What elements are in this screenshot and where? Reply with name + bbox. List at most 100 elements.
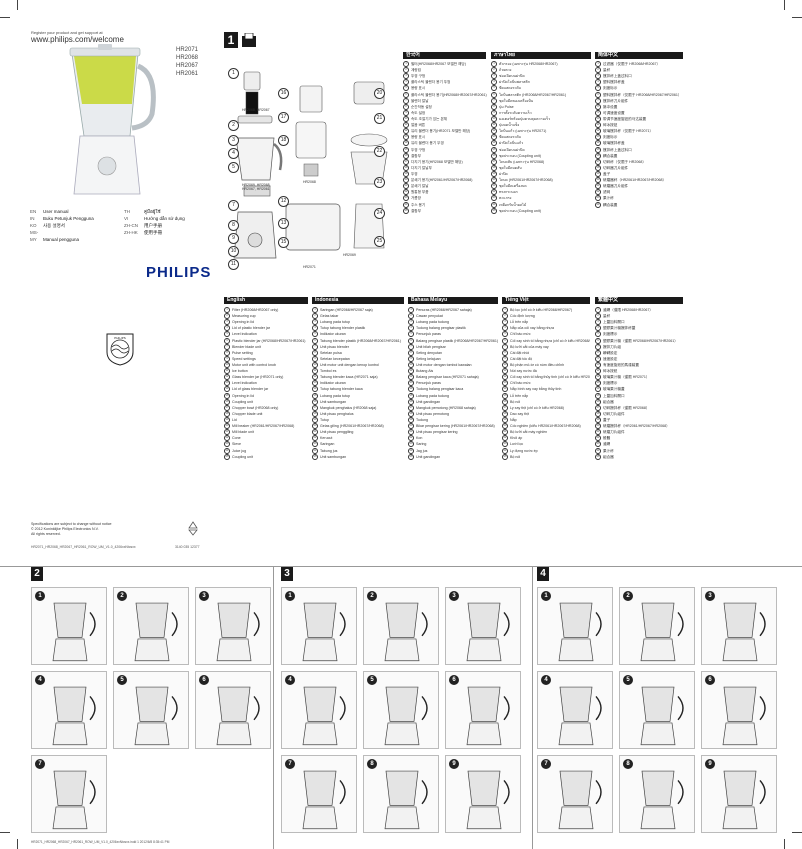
part-label: ช่องเปิดบนฝาปิด [499, 74, 525, 79]
part-number-badge: 1 [595, 307, 601, 313]
jar-shape [303, 602, 337, 638]
jar-shape [53, 770, 87, 806]
motor-base-shape [640, 638, 676, 662]
part-number-badge: 22 [408, 435, 414, 442]
doc-number: 3140 035 12377 [175, 545, 200, 549]
part-label: 攪拌刀片組 [603, 344, 621, 349]
part-number-badge: 3 [595, 319, 601, 326]
step-panel: 3 [195, 587, 271, 665]
jar-shape [641, 602, 675, 638]
part-label: Kon [416, 436, 423, 441]
part-number-badge: 25 [403, 207, 409, 214]
part-number-badge: 14 [502, 386, 508, 393]
step-illustration [302, 770, 346, 830]
part-number-badge: 21 [224, 429, 230, 436]
part-number-badge: 9 [312, 355, 318, 362]
spec-notice: Specifications are subject to change wit… [31, 522, 112, 526]
part-number-badge: 4 [595, 79, 601, 86]
fold-line-v1 [273, 566, 274, 849]
rights: All rights reserved. [31, 532, 61, 537]
part-label: Juice jug [232, 448, 247, 453]
copyright: © 2012 Koninklijke Philips Electronics N… [31, 527, 99, 532]
panel-number: 2 [367, 591, 377, 601]
part-number-badge: 23 [224, 441, 230, 448]
part-label: 搅拌杯刀片组件 [603, 98, 629, 103]
part-label: โถปั่นพลาสติก (HR2068/HR2067/HR2061) [499, 92, 567, 97]
part-number-badge: 14 [312, 386, 318, 393]
part-label: 塑料搅拌杯盖 [603, 80, 625, 85]
part-label: Balang pengisar kaca (HR2071 sahaja) [416, 375, 479, 380]
part-label: Setelan pulsa [320, 350, 342, 355]
part-label: Tombol es [320, 369, 337, 374]
step-panel: 8 [363, 755, 439, 833]
part-label: ชุดใบมีดของเครื่องปั่น [499, 98, 534, 103]
part-number-badge: 1 [491, 61, 497, 67]
welcome-url[interactable]: www.philips.com/welcome [31, 35, 124, 44]
part-label: Lid [232, 417, 237, 422]
panel-number: 6 [705, 675, 715, 685]
philips-wordmark: PHILIPS [146, 264, 212, 281]
part-label: 玻璃果汁機（僅限 HR2071） [603, 375, 650, 380]
part-label: Gelas giling (HR2061/HR2067/HR2068) [320, 424, 384, 429]
part-number-badge: 24 [491, 201, 497, 208]
part-label: Unit pisau pemotong [416, 411, 449, 416]
part-number-badge: 24 [408, 447, 414, 454]
part-number-badge: 8 [408, 349, 414, 356]
step-illustration [134, 602, 178, 662]
part-number: 11 [228, 259, 239, 270]
part-label: Chopper bowl (HR2068 only) [232, 405, 279, 410]
part-label: 계량컵 [411, 68, 421, 73]
part-label: ชุดใบมีดบดสับ [499, 165, 522, 170]
part-number-badge: 9 [595, 355, 601, 362]
part-number-badge: 18 [403, 164, 409, 171]
part-number-badge: 25 [595, 453, 601, 460]
part-label: ชุดประกอบ (Coupling unit) [499, 153, 541, 158]
motor-base-shape [466, 638, 502, 662]
step-illustration [558, 602, 602, 662]
part-number-badge: 14 [595, 140, 601, 147]
part-label: Tutup tabung blender plastik [320, 326, 366, 331]
part-label: Cawan penyukat [416, 314, 443, 319]
part-label: 研磨器刀片组件 [603, 184, 629, 189]
part-label: Sieve [232, 442, 241, 447]
jar-shape [467, 686, 501, 722]
part-number-badge: 22 [491, 189, 497, 196]
crop-mark [784, 839, 785, 849]
jar-shape [385, 602, 419, 638]
step-illustration [640, 602, 684, 662]
step-illustration [640, 686, 684, 746]
panel-number: 3 [199, 591, 209, 601]
register-text: Register your product and get support at [31, 30, 103, 35]
part-number-badge: 21 [491, 183, 497, 190]
part-number-badge: 13 [502, 380, 508, 387]
part-label: 얼음 버튼 [411, 123, 426, 128]
part-number-badge: 15 [312, 392, 318, 399]
